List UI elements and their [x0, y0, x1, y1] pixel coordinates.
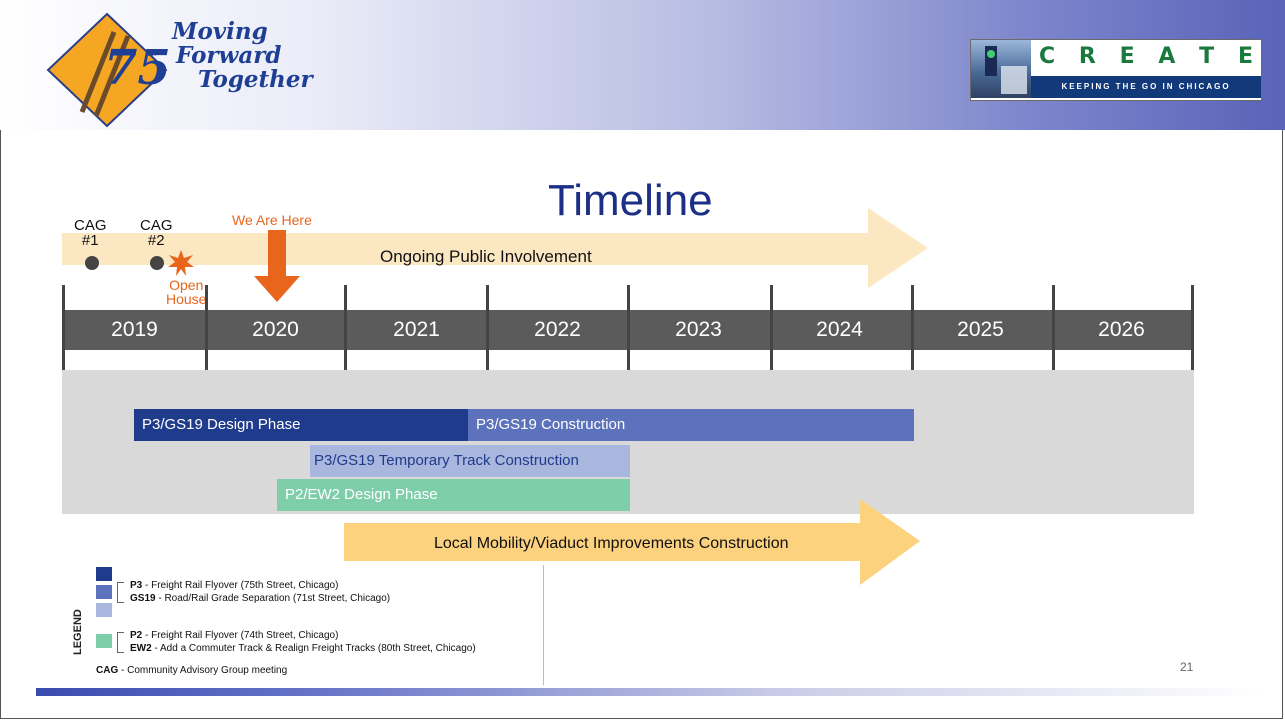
- year-label: 2020: [252, 318, 299, 341]
- legend-p3-text: - Freight Rail Flyover (75th Street, Chi…: [142, 580, 339, 591]
- year-tick: [627, 285, 630, 372]
- legend-title: LEGEND: [72, 609, 84, 655]
- logo-st: ST.: [146, 51, 156, 58]
- we-are-here-label: We Are Here: [232, 212, 312, 228]
- cag-1-text: CAG: [74, 217, 107, 234]
- tagline-line-3: Together: [198, 66, 313, 93]
- cag-2-label: CAG #2: [140, 218, 173, 248]
- year-label: 2025: [957, 318, 1004, 341]
- legend-gs19: GS19 - Road/Rail Grade Separation (71st …: [130, 593, 390, 605]
- legend-ew2-code: EW2: [130, 643, 152, 654]
- year-tick: [344, 285, 347, 372]
- legend-cag-text: - Community Advisory Group meeting: [118, 665, 288, 676]
- legend-cag-code: CAG: [96, 665, 119, 676]
- legend-p3-code: P3: [130, 580, 143, 591]
- tagline-line-2: Forward: [176, 42, 282, 69]
- create-logo: C R E A T E KEEPING THE GO IN CHICAGO: [970, 39, 1262, 101]
- logo-number: 75: [104, 40, 171, 96]
- create-letter: E: [1237, 44, 1253, 69]
- legend: [68, 565, 544, 685]
- public-involvement-arrow: [62, 208, 928, 288]
- p2-design-bar: P2/EW2 Design Phase: [277, 479, 630, 511]
- legend-ew2-text: - Add a Commuter Track & Realign Freight…: [151, 643, 476, 654]
- create-letter: C: [1039, 44, 1056, 69]
- create-letter: T: [1199, 44, 1215, 69]
- year-label: 2024: [816, 318, 863, 341]
- create-subtitle: KEEPING THE GO IN CHICAGO: [1031, 76, 1261, 98]
- footer-bar: [36, 688, 1266, 696]
- local-mobility-arrow: [344, 499, 920, 585]
- legend-bracket: [117, 582, 124, 603]
- cag-2-text: CAG: [140, 217, 173, 234]
- legend-p2-text: - Freight Rail Flyover (74th Street, Chi…: [142, 630, 339, 641]
- year-tick: [205, 285, 208, 372]
- year-tick: [1191, 285, 1194, 372]
- year-label: 2021: [393, 318, 440, 341]
- legend-swatch-p2: [96, 634, 112, 648]
- legend-gs19-text: - Road/Rail Grade Separation (71st Stree…: [155, 593, 391, 604]
- p3-temporary-track-bar: P3/GS19 Temporary Track Construction: [310, 445, 630, 477]
- create-logo-photo: [971, 40, 1031, 98]
- legend-swatch-temporary: [96, 603, 112, 617]
- page-title: Timeline: [548, 176, 713, 225]
- corridor-logo: 75 ST.: [46, 12, 171, 128]
- legend-p3: P3 - Freight Rail Flyover (75th Street, …: [130, 580, 338, 592]
- year-label: 2022: [534, 318, 581, 341]
- year-label: 2026: [1098, 318, 1145, 341]
- legend-swatch-design: [96, 567, 112, 581]
- legend-swatch-construction: [96, 585, 112, 599]
- public-involvement-label: Ongoing Public Involvement: [380, 247, 592, 266]
- open-house-line-2: House: [166, 291, 207, 307]
- legend-p2-code: P2: [130, 630, 143, 641]
- cag-1-label: CAG #1: [74, 218, 107, 248]
- signal-icon: [985, 46, 1027, 94]
- cag-1-marker: [85, 256, 99, 270]
- tagline: Moving Forward Together: [172, 20, 313, 92]
- local-mobility-label: Local Mobility/Viaduct Improvements Cons…: [434, 535, 789, 552]
- create-letter: A: [1158, 44, 1176, 69]
- create-letters: C R E A T E: [1039, 44, 1253, 78]
- cag-2-marker: [150, 256, 164, 270]
- year-tick: [62, 285, 65, 372]
- year-tick: [770, 285, 773, 372]
- cag-2-number: #2: [147, 232, 165, 249]
- p3-design-bar: P3/GS19 Design Phase: [134, 409, 468, 441]
- we-are-here-arrow-icon: [254, 230, 300, 302]
- year-label: 2023: [675, 318, 722, 341]
- year-tick: [911, 285, 914, 372]
- legend-bracket: [117, 632, 124, 653]
- create-letter: E: [1119, 44, 1135, 69]
- tagline-line-1: Moving: [172, 18, 268, 45]
- open-house-line-1: Open: [169, 277, 204, 293]
- legend-cag: CAG - Community Advisory Group meeting: [96, 665, 287, 677]
- year-label: 2019: [111, 318, 158, 341]
- legend-gs19-code: GS19: [130, 593, 156, 604]
- open-house-star-icon: [168, 250, 194, 276]
- cag-1-number: #1: [81, 232, 99, 249]
- year-tick: [1052, 285, 1055, 372]
- year-tick: [486, 285, 489, 372]
- create-letter: R: [1078, 44, 1096, 69]
- legend-ew2: EW2 - Add a Commuter Track & Realign Fre…: [130, 643, 476, 655]
- page-number: 21: [1180, 660, 1194, 674]
- p3-construction-bar: P3/GS19 Construction: [468, 409, 914, 441]
- legend-p2: P2 - Freight Rail Flyover (74th Street, …: [130, 630, 338, 642]
- open-house-label: Open House: [166, 278, 206, 306]
